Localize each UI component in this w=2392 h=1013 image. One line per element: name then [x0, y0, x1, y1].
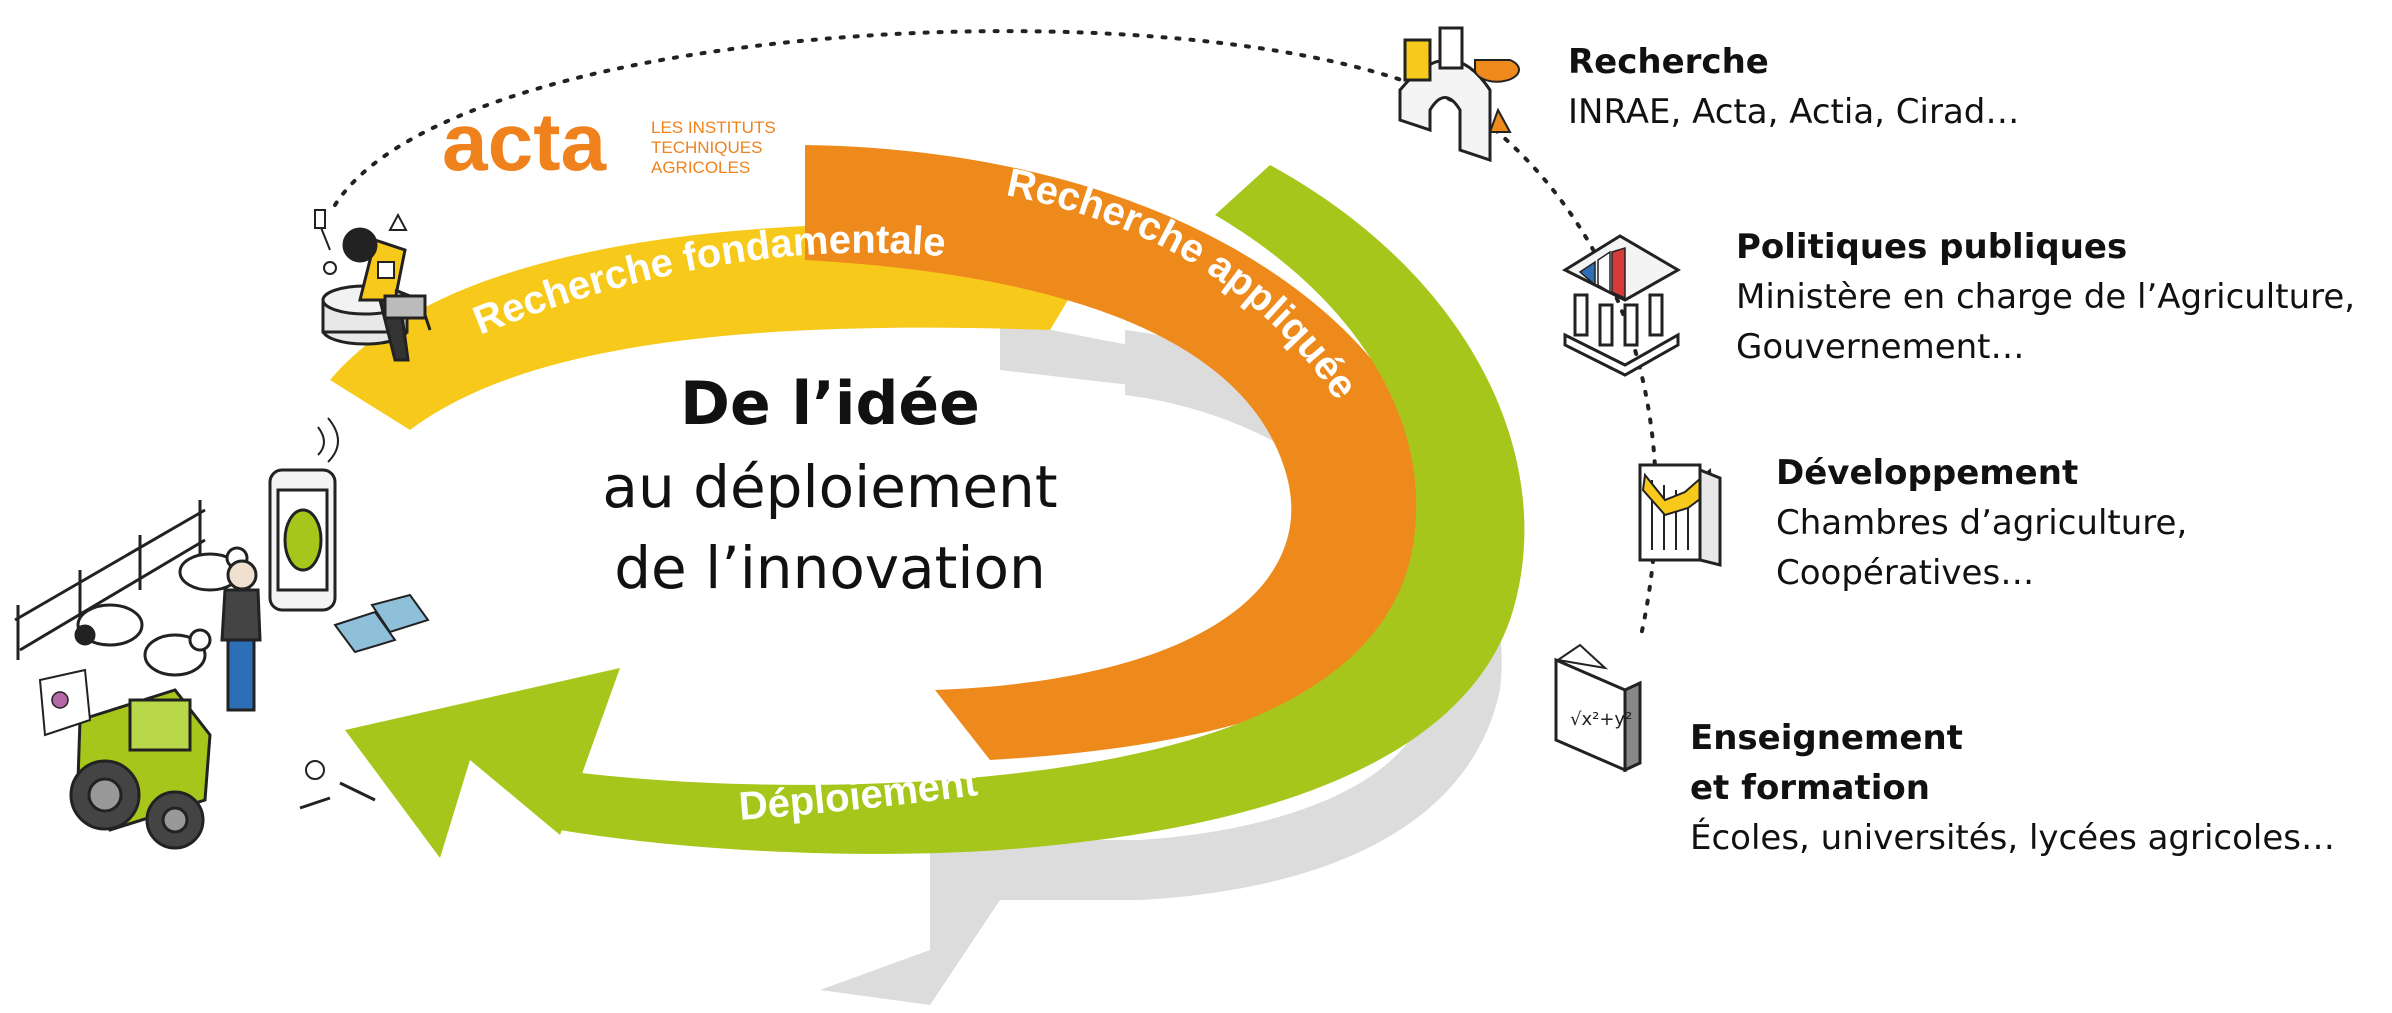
- stage-band-applied: [805, 145, 1444, 760]
- actor-desc-developpement-2: Coopératives…: [1776, 553, 2035, 593]
- logo-tagline-3: AGRICOLES: [651, 158, 750, 177]
- deployment-arrow-head: [345, 668, 620, 858]
- actor-desc-politiques-publiques-2: Gouvernement…: [1736, 327, 2025, 367]
- actor-desc-enseignement: Écoles, universités, lycées agricoles…: [1690, 818, 2336, 858]
- math-board-icon: √x²+y²: [1554, 643, 1642, 773]
- government-building-icon: [1561, 234, 1682, 377]
- actor-title-developpement: Développement: [1776, 453, 2079, 493]
- actors-dotted-path: [333, 29, 1658, 642]
- center-line-3: de l’innovation: [614, 534, 1046, 602]
- stage-band-deployment: [490, 165, 1525, 854]
- actor-desc-developpement-1: Chambres d’agriculture,: [1776, 503, 2188, 543]
- acta-logo: acta LES INSTITUTS TECHNIQUES AGRICOLES: [442, 97, 776, 188]
- center-line-2: au déploiement: [602, 453, 1057, 521]
- actor-title-politiques-publiques: Politiques publiques: [1736, 227, 2128, 267]
- center-title: De l’idée: [680, 369, 980, 439]
- svg-text:√x²+y²: √x²+y²: [1570, 709, 1632, 730]
- logo-tagline-1: LES INSTITUTS: [651, 118, 776, 137]
- stage-band-fundamental: [330, 223, 1110, 430]
- logo-word: acta: [442, 97, 608, 188]
- growth-chart-icon: [1638, 463, 1722, 567]
- farm-scene-icon: [14, 417, 430, 850]
- actor-title-enseignement-1: Enseignement: [1690, 718, 1963, 758]
- research-building-icon: [1398, 26, 1520, 163]
- actor-desc-recherche: INRAE, Acta, Actia, Cirad…: [1568, 92, 2020, 132]
- actor-title-enseignement-2: et formation: [1690, 768, 1930, 808]
- actor-title-recherche: Recherche: [1568, 42, 1769, 82]
- actor-desc-politiques-publiques-1: Ministère en charge de l’Agriculture,: [1736, 277, 2356, 317]
- logo-tagline-2: TECHNIQUES: [651, 138, 762, 157]
- researcher-with-laptop-icon: [314, 209, 432, 362]
